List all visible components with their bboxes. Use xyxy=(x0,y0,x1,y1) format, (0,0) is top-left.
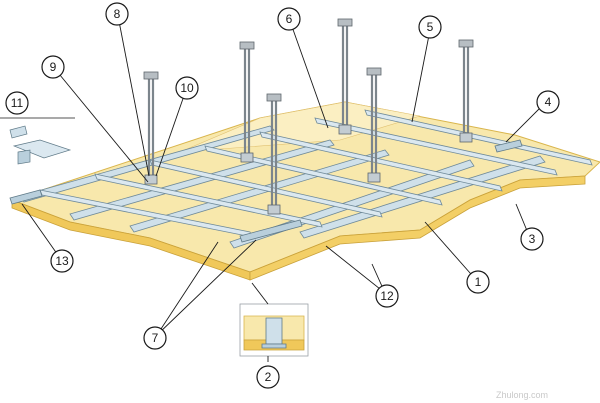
callout-7: 7 xyxy=(143,326,167,350)
hanger-rods xyxy=(147,25,470,212)
callout-5: 5 xyxy=(418,15,442,39)
callout-4-label: 4 xyxy=(545,95,552,109)
main-runners xyxy=(19,125,546,249)
callout-10-label: 10 xyxy=(180,81,194,95)
detail-11-parts xyxy=(0,117,75,165)
detail-2-inset xyxy=(239,303,309,357)
callout-12-label: 12 xyxy=(380,289,394,303)
watermark-text: Zhulong.com xyxy=(496,390,548,400)
callout-11-label: 11 xyxy=(11,96,24,110)
callout-7-label: 7 xyxy=(152,331,159,345)
callout-9: 9 xyxy=(41,55,65,79)
callout-11: 11 xyxy=(5,91,29,115)
callout-13-label: 13 xyxy=(55,254,69,268)
callout-3-label: 3 xyxy=(529,232,536,246)
callout-13: 13 xyxy=(50,249,74,273)
callout-1: 1 xyxy=(466,270,490,294)
callout-4: 4 xyxy=(536,90,560,114)
callout-3: 3 xyxy=(520,227,544,251)
ceiling-board xyxy=(10,101,600,281)
cross-tees xyxy=(39,109,593,238)
callout-9-label: 9 xyxy=(50,60,57,74)
callout-10: 10 xyxy=(175,76,199,100)
callout-6-label: 6 xyxy=(286,12,293,26)
hanger-caps xyxy=(143,18,474,102)
callout-2-label: 2 xyxy=(265,370,272,384)
callout-12: 12 xyxy=(375,284,399,308)
callout-1-label: 1 xyxy=(475,275,482,289)
edge-profiles xyxy=(9,139,523,243)
callout-8: 8 xyxy=(105,2,129,26)
leader-lines xyxy=(21,15,546,362)
callout-6: 6 xyxy=(277,7,301,31)
callout-5-label: 5 xyxy=(427,20,434,34)
hanger-clips xyxy=(144,124,473,215)
callout-2: 2 xyxy=(256,365,280,389)
callout-8-label: 8 xyxy=(114,7,121,21)
